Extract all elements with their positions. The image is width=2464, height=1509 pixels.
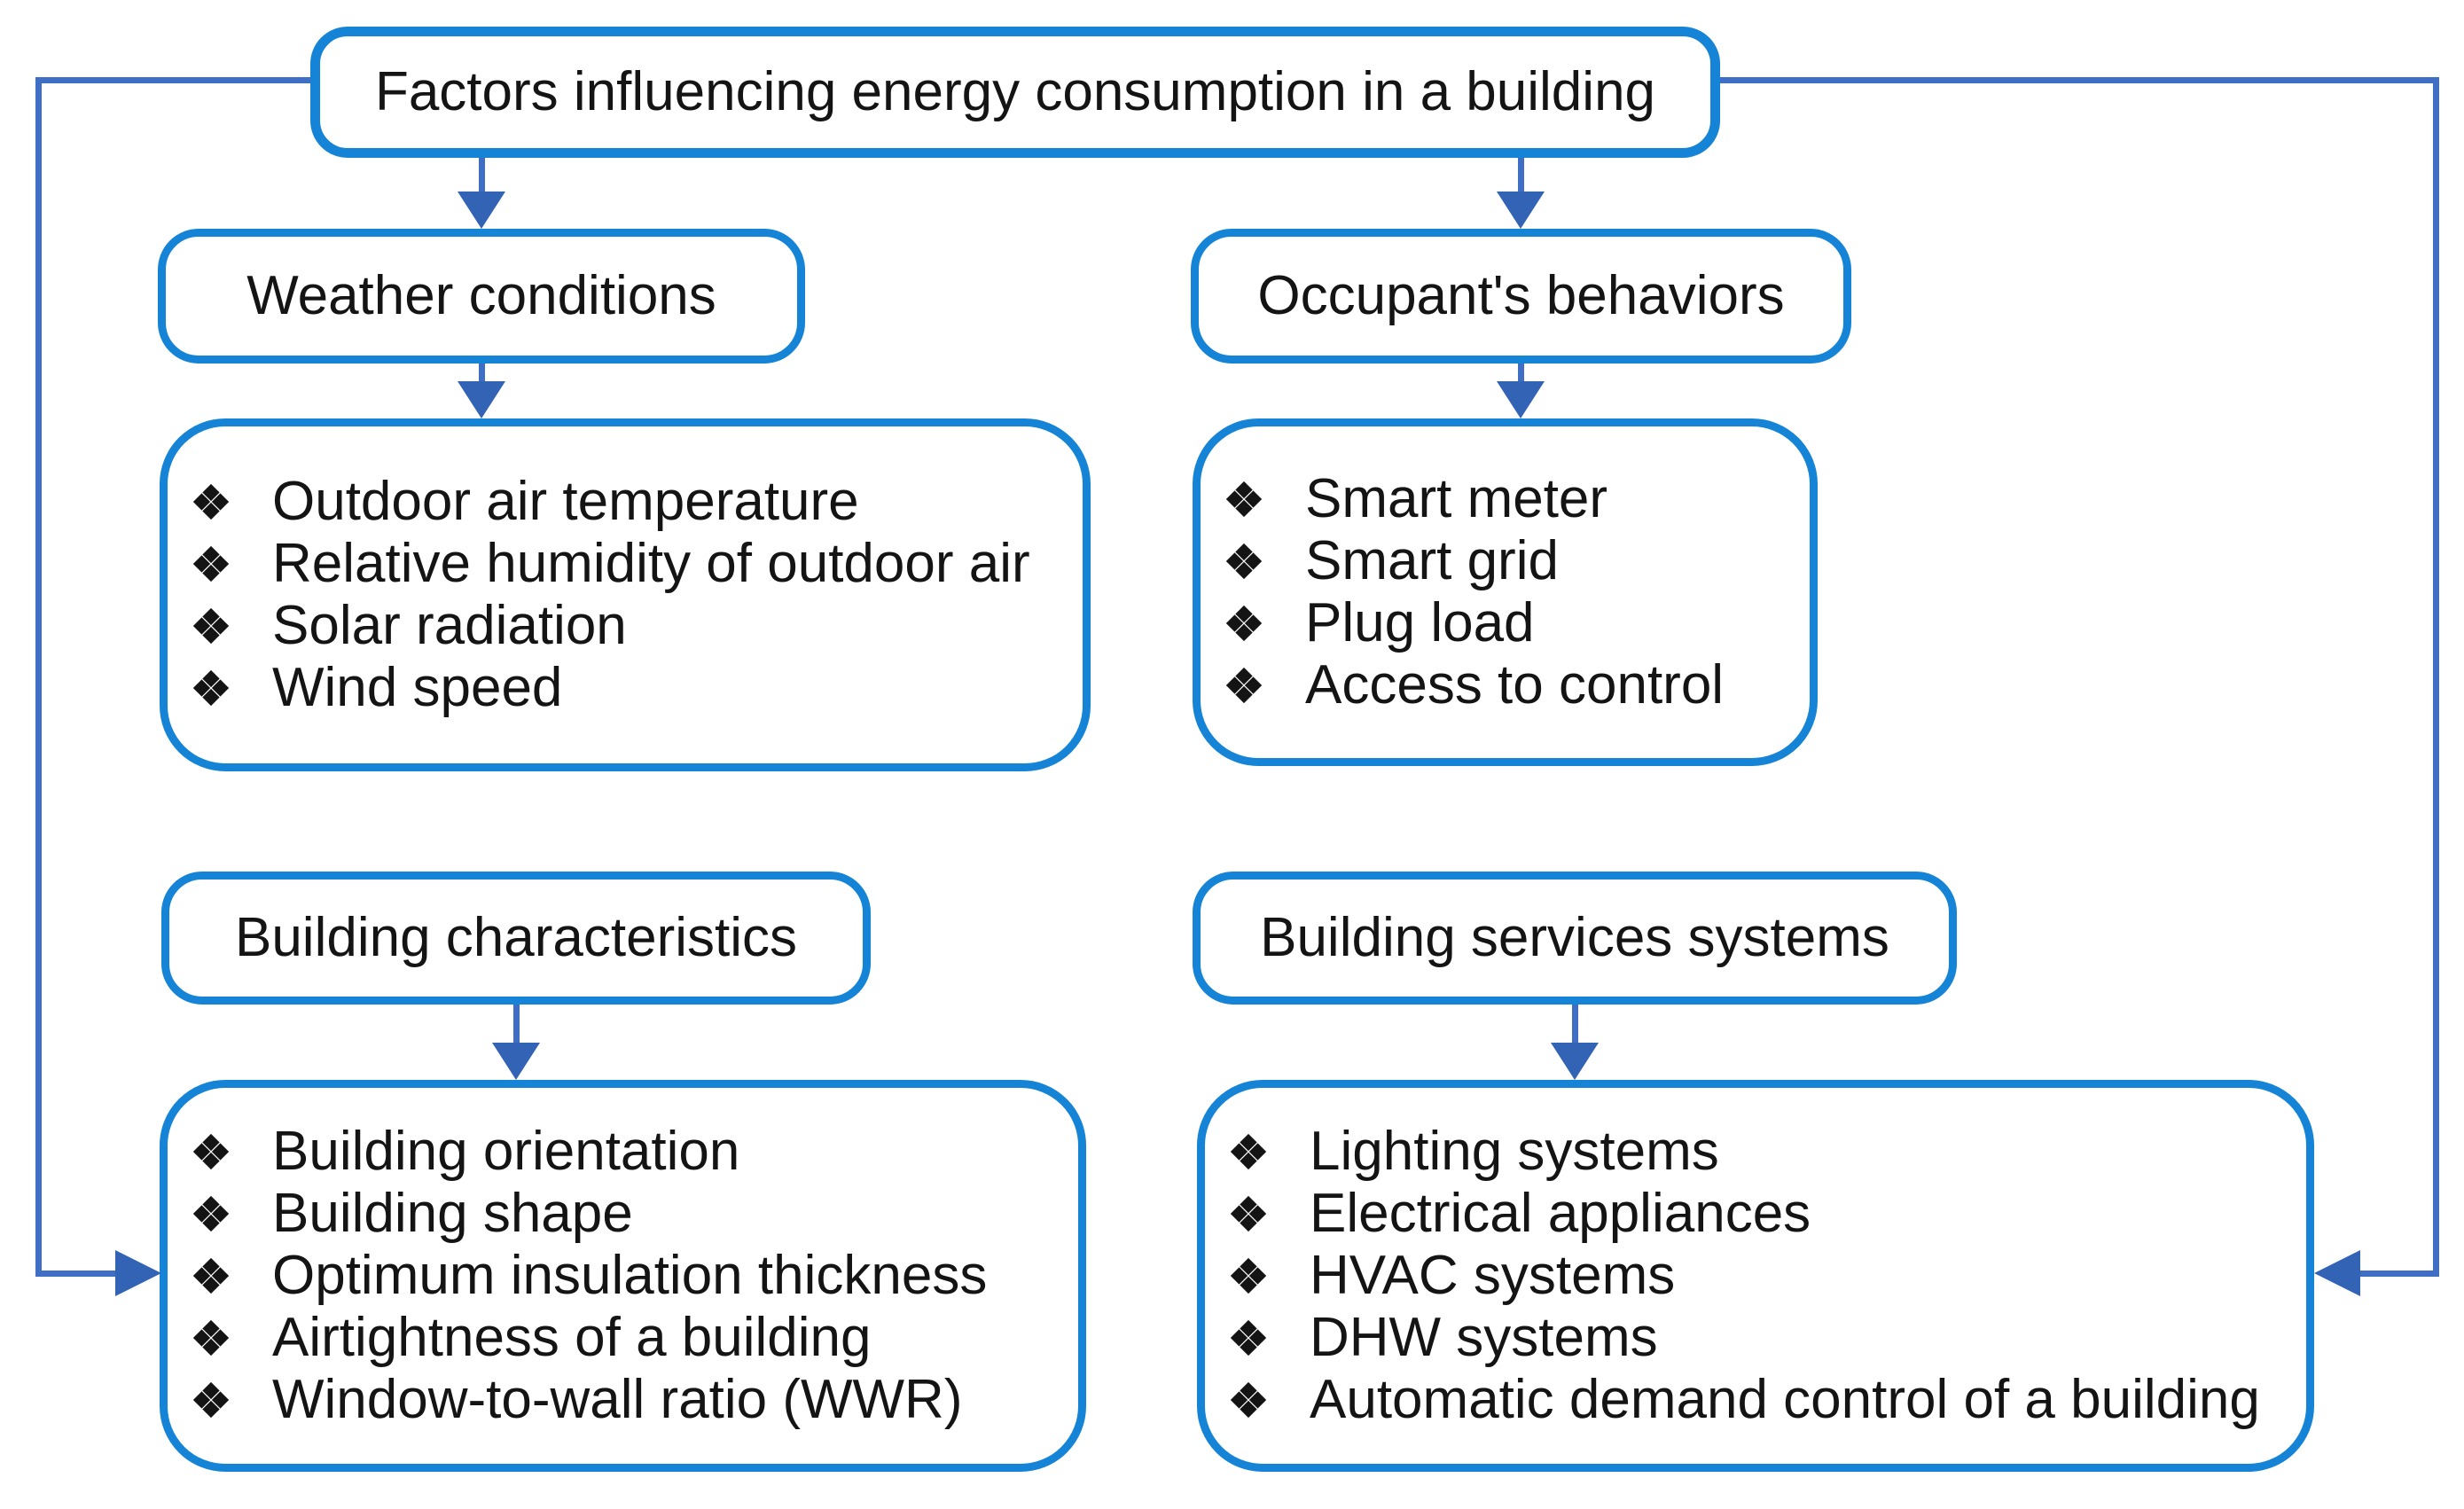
list-item-label: Building orientation [272,1120,740,1182]
connector-shaft [478,364,485,381]
diamond-bullet-icon [192,1133,230,1170]
feedback-left-bottom-segment [35,1271,117,1277]
feedback-right-bottom-segment [2360,1271,2439,1277]
list-item-label: DHW systems [1310,1306,1658,1368]
list-item: Plug load [1201,592,1810,654]
list-item: Optimum insulation thickness [168,1245,1078,1307]
node-weather-conditions-list: Outdoor air temperature Relative humidit… [160,418,1091,771]
diamond-bullet-icon [192,607,230,645]
diamond-bullet-icon [192,1195,230,1232]
node-occupants-behaviors-header: Occupant's behaviors [1191,229,1851,364]
arrowhead-down-icon [1497,192,1545,229]
arrow-occupant-header-to-list [1497,364,1545,418]
list-item-label: Smart grid [1305,529,1559,591]
list-item-label: Wind speed [272,656,563,718]
list-item: Wind speed [168,657,1083,719]
node-building-services-systems-header: Building services systems [1193,872,1957,1005]
diamond-bullet-icon [192,669,230,707]
list-item: Smart grid [1201,530,1810,592]
diamond-bullet-icon [192,545,230,582]
diamond-bullet-icon [192,1257,230,1294]
building-characteristics-label: Building characteristics [234,907,798,969]
arrow-root-to-weather-conditions [458,158,505,229]
list-item: Building orientation [168,1121,1078,1183]
list-item: Airtightness of a building [168,1307,1078,1369]
arrowhead-down-icon [1497,381,1545,418]
node-root-label: Factors influencing energy consumption i… [374,61,1656,123]
list-item-label: Optimum insulation thickness [272,1244,988,1306]
diamond-bullet-icon [1225,667,1263,704]
arrow-weather-header-to-list [458,364,505,418]
list-item-label: Airtightness of a building [272,1306,872,1368]
list-item: Access to control [1201,654,1810,716]
diamond-bullet-icon [1225,605,1263,642]
list-item-label: Window-to-wall ratio (WWR) [272,1368,963,1430]
node-building-characteristics-header: Building characteristics [161,872,871,1005]
node-root: Factors influencing energy consumption i… [310,27,1720,158]
list-item-label: Solar radiation [272,594,627,656]
diamond-bullet-icon [192,1319,230,1357]
feedback-right-top-segment [1720,77,2439,83]
arrowhead-down-icon [1551,1043,1599,1080]
list-item-label: Smart meter [1305,467,1608,529]
list-item-label: Electrical appliances [1310,1182,1811,1244]
arrow-root-to-occupants-behaviors [1497,158,1545,229]
list-item: Electrical appliances [1205,1183,2306,1245]
list-item-label: Relative humidity of outdoor air [272,532,1030,594]
list-item: Building shape [168,1183,1078,1245]
list-item: Smart meter [1201,468,1810,530]
node-occupants-behaviors-list: Smart meter Smart grid Plug load [1193,418,1818,766]
connector-shaft [478,158,485,192]
arrow-building-services-header-to-list [1551,1005,1599,1080]
diamond-bullet-icon [1230,1257,1267,1294]
node-weather-conditions-header: Weather conditions [158,229,805,364]
diamond-bullet-icon [1230,1195,1267,1232]
list-item-label: Outdoor air temperature [272,470,859,532]
connector-shaft [1517,364,1524,381]
list-item: Relative humidity of outdoor air [168,533,1083,595]
list-item-label: Building shape [272,1182,633,1244]
list-item: DHW systems [1205,1307,2306,1369]
diamond-bullet-icon [192,1381,230,1419]
list-item: Lighting systems [1205,1121,2306,1183]
building-services-systems-label: Building services systems [1260,907,1889,969]
arrowhead-left-icon [2314,1250,2360,1296]
diamond-bullet-icon [192,483,230,520]
list-item-label: HVAC systems [1310,1244,1676,1306]
list-item: Window-to-wall ratio (WWR) [168,1369,1078,1431]
list-item-label: Lighting systems [1310,1120,1719,1182]
list-item: Solar radiation [168,595,1083,657]
diamond-bullet-icon [1225,543,1263,580]
list-item: Outdoor air temperature [168,471,1083,533]
connector-shaft [512,1005,520,1043]
feedback-right-vertical-segment [2433,77,2439,1277]
diamond-bullet-icon [1230,1133,1267,1170]
list-item-label: Automatic demand control of a building [1310,1368,2260,1430]
list-item: Automatic demand control of a building [1205,1369,2306,1431]
diamond-bullet-icon [1230,1319,1267,1357]
diamond-bullet-icon [1230,1381,1267,1419]
arrowhead-down-icon [492,1043,540,1080]
weather-conditions-label: Weather conditions [246,265,716,327]
node-building-services-systems-list: Lighting systems Electrical appliances H… [1197,1080,2314,1472]
list-item-label: Access to control [1305,653,1725,715]
connector-shaft [1517,158,1524,192]
arrowhead-down-icon [458,192,505,229]
list-item-label: Plug load [1305,591,1535,653]
diamond-bullet-icon [1225,481,1263,518]
list-item: HVAC systems [1205,1245,2306,1307]
arrow-building-characteristics-header-to-list [492,1005,540,1080]
node-building-characteristics-list: Building orientation Building shape Opti… [160,1080,1086,1472]
arrowhead-right-icon [115,1250,161,1296]
feedback-left-top-segment [35,77,310,83]
feedback-left-vertical-segment [35,77,42,1277]
arrowhead-down-icon [458,381,505,418]
occupants-behaviors-label: Occupant's behaviors [1257,265,1785,327]
connector-shaft [1571,1005,1578,1043]
